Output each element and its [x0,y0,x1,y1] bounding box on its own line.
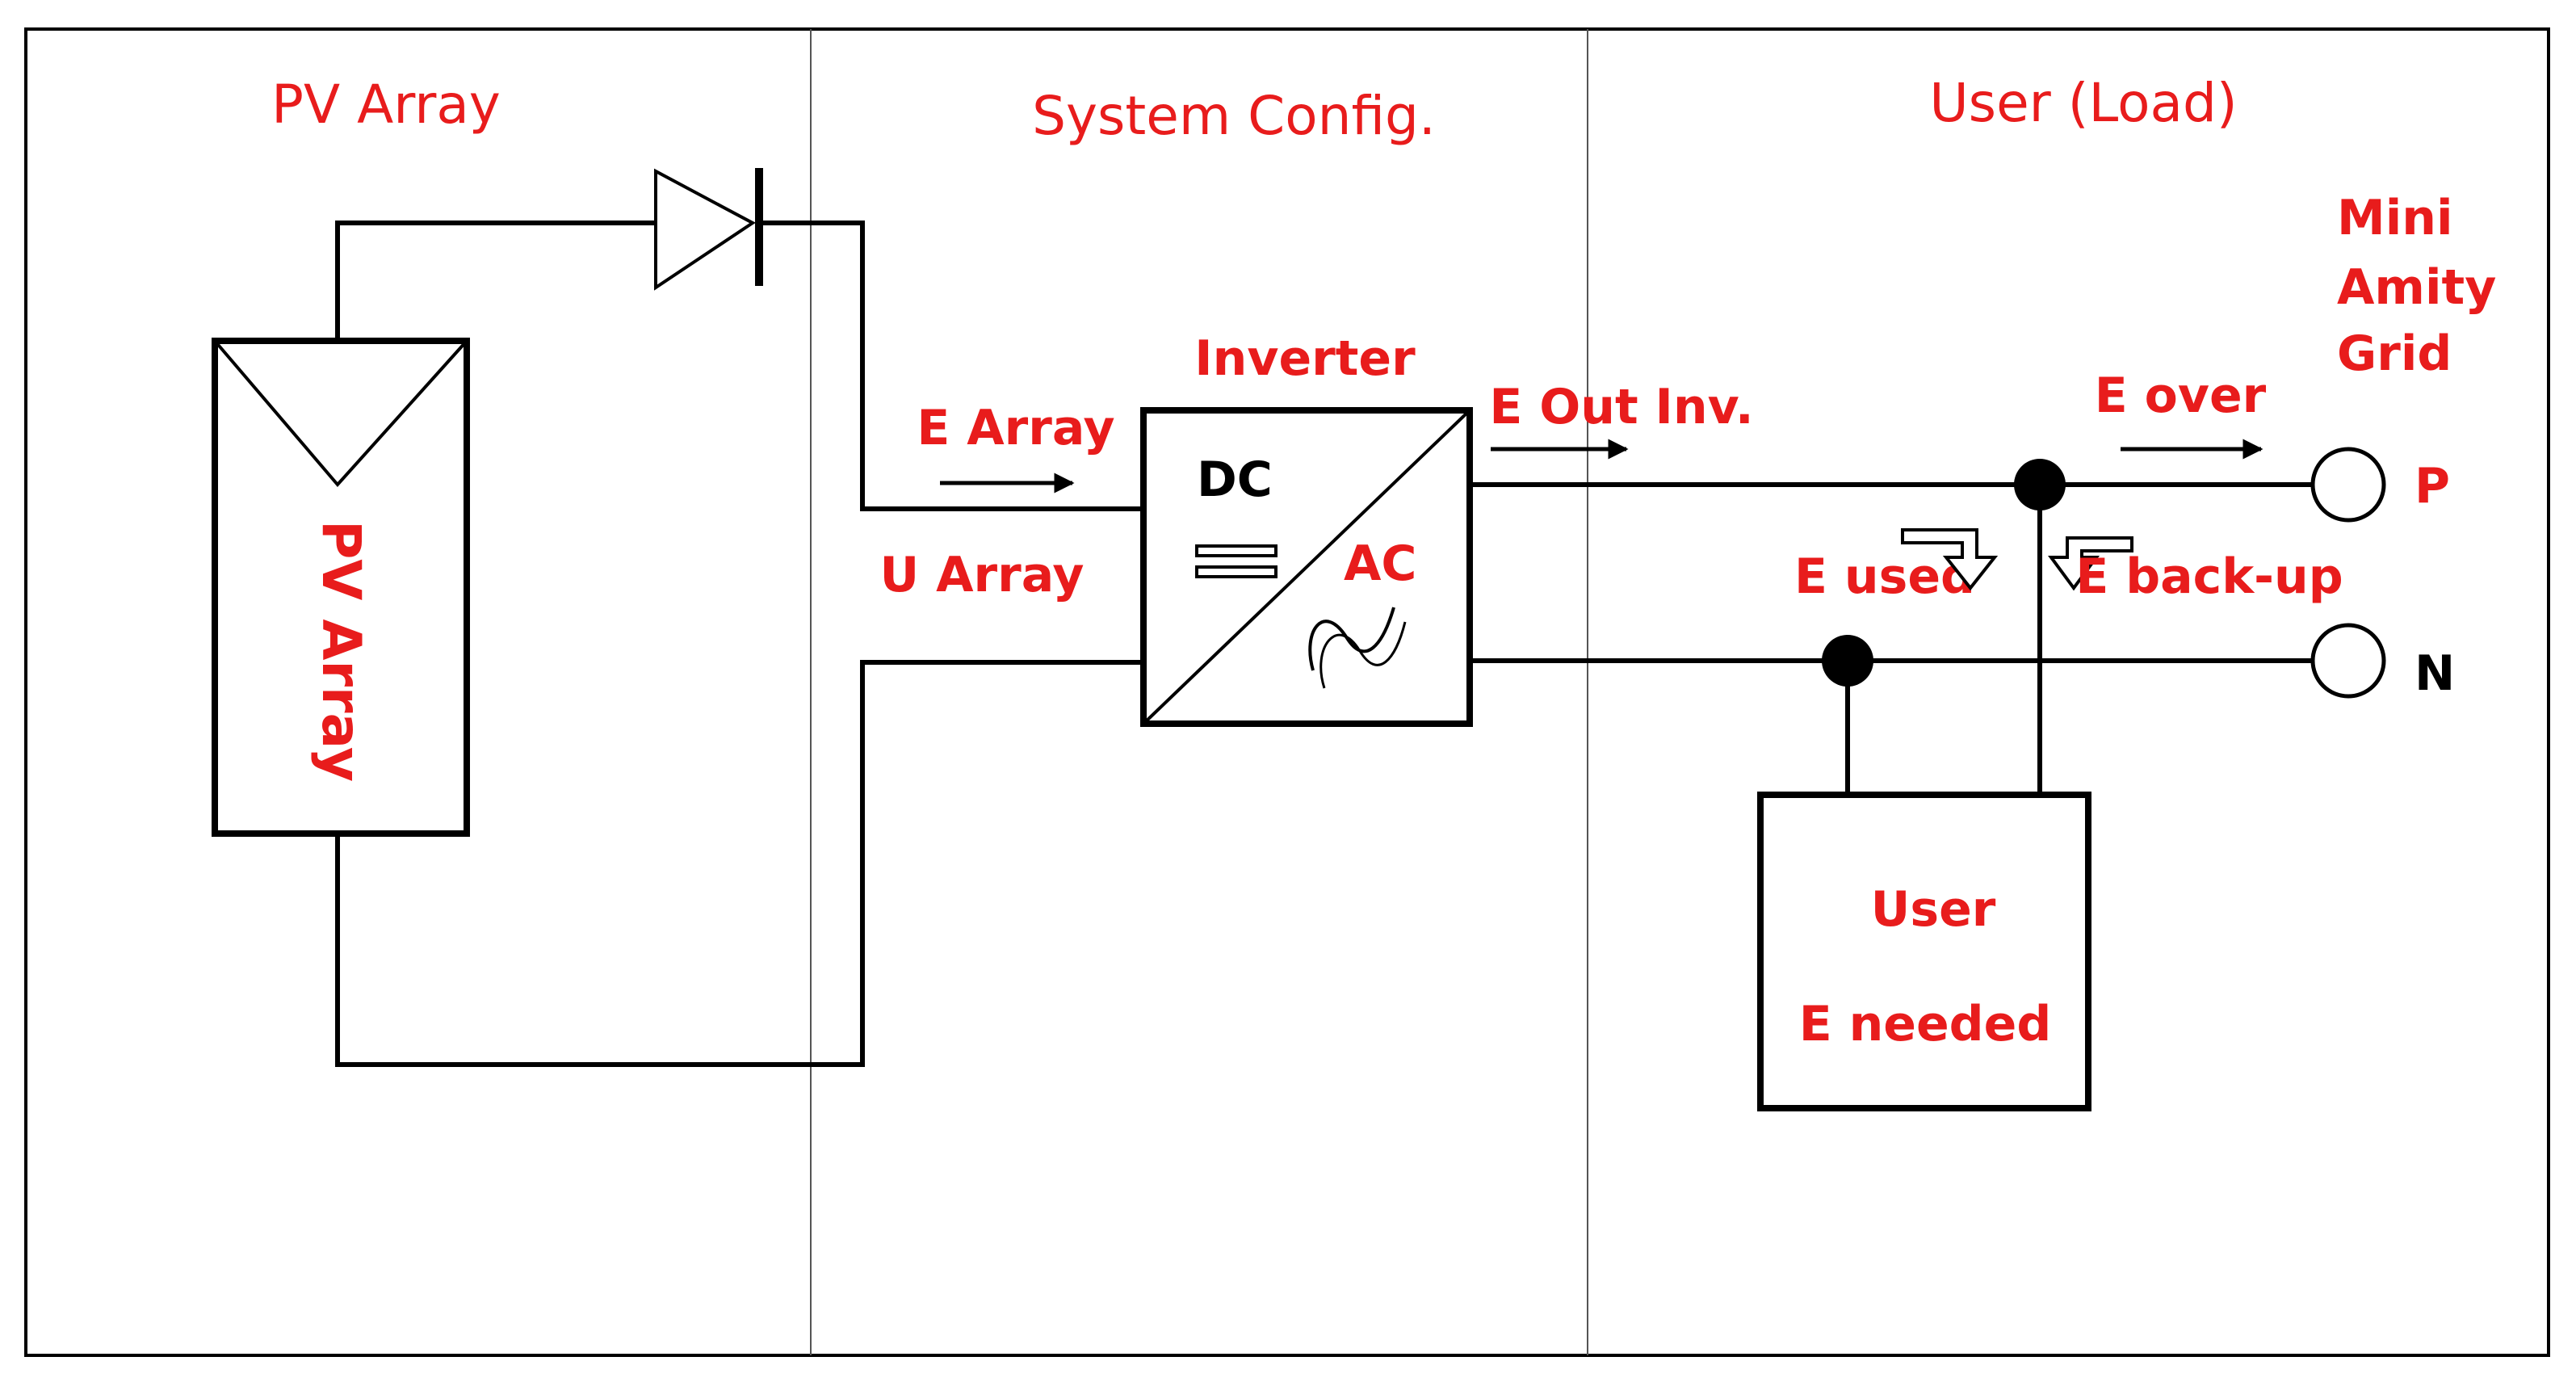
wire-negative [335,660,1143,1067]
inverter-diagonal [1142,409,1471,725]
user-box [1757,792,2091,1111]
section-title-system-config: System Config. [1032,85,1436,147]
user-box-subtitle: E needed [1799,996,2052,1052]
inverter-title: Inverter [1194,330,1416,387]
grid-terminal-p [2310,447,2386,523]
e-array-label: E Array [917,400,1114,456]
grid-label-line3: Grid [2337,326,2452,382]
outer-frame [24,27,2550,1357]
e-backup-label: E back-up [2075,548,2343,605]
pv-array-box [212,338,470,837]
ac-wave-icon-2 [1319,621,1407,689]
pv-array-triangle [213,339,468,488]
dc-symbol-icon [1195,544,1278,578]
grid-label-line1: Mini [2337,190,2453,246]
section-title-user-load: User (Load) [1929,72,2237,134]
e-over-label: E over [2095,368,2267,424]
wire-diode-out [759,221,1143,511]
e-backup-arrow-icon [2048,536,2133,591]
grid-label-line2: Amity [2337,259,2496,316]
grid-terminal-p-label: P [2414,458,2450,515]
pv-array-label: PV Array [310,520,372,782]
e-out-inv-label: E Out Inv. [1489,379,1753,435]
wire-positive [335,221,654,341]
section-title-pv-array: PV Array [271,74,501,136]
user-box-title: User [1871,881,1996,938]
inverter-ac-label: AC [1344,536,1416,592]
e-used-arrow-icon [1901,528,1999,591]
inverter-dc-label: DC [1197,452,1273,508]
u-array-label: U Array [880,547,1085,603]
grid-terminal-n-label: N [2414,645,2455,702]
grid-terminal-n [2310,623,2386,699]
diode-icon [654,168,756,291]
